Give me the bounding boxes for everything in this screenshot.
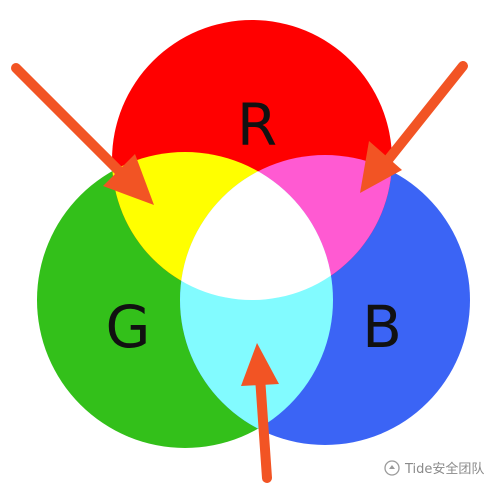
label-b: B xyxy=(362,293,402,361)
white-center-overlap xyxy=(180,155,333,300)
watermark: Tide安全团队 xyxy=(384,458,484,477)
label-g: G xyxy=(106,293,151,361)
watermark-text: Tide安全团队 xyxy=(405,462,485,477)
arrow-to-yellow xyxy=(11,63,154,205)
arrow-to-magenta xyxy=(360,61,468,193)
wechat-logo-icon xyxy=(384,459,400,476)
arrow-to-cyan xyxy=(241,343,279,483)
label-r: R xyxy=(237,91,277,159)
